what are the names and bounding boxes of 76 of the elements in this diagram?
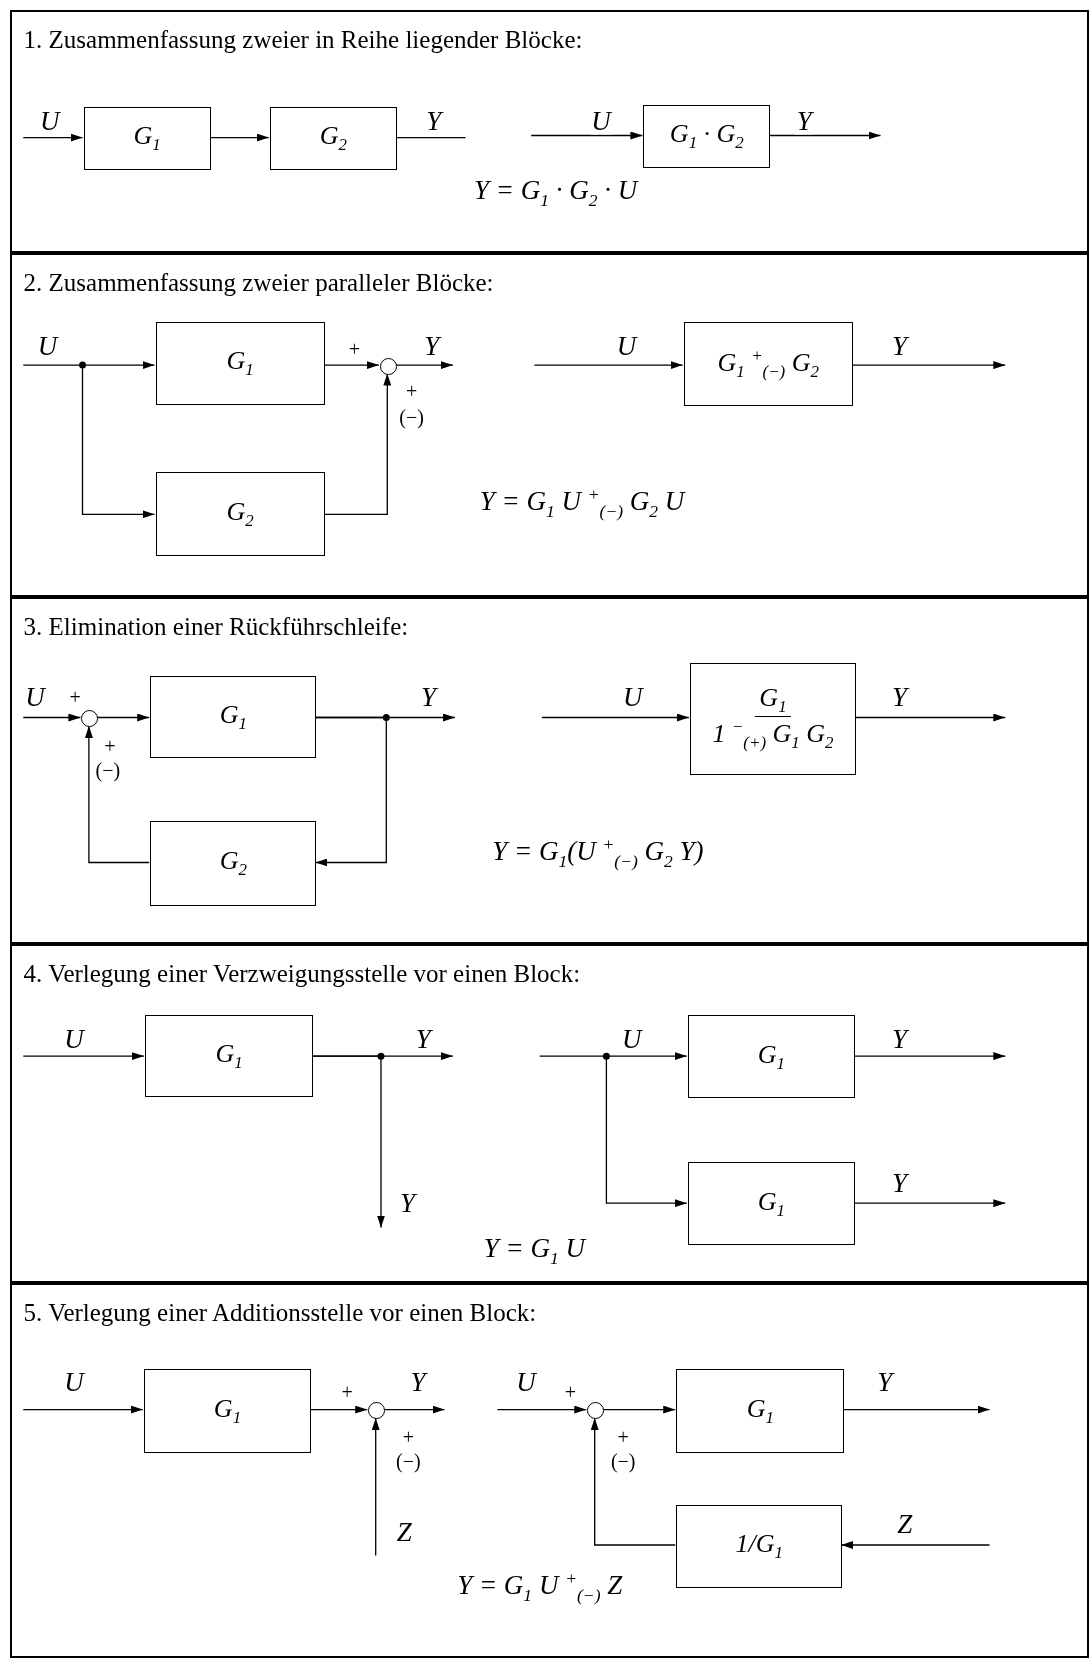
arrow [96, 713, 150, 722]
section-panel [9, 9, 1089, 253]
arrow [539, 1052, 688, 1061]
transfer-block: G$_{1}$ [687, 1161, 855, 1246]
section-panel [9, 252, 1089, 597]
arrow [530, 131, 644, 140]
equation: Y = G$_{1}$ · G$_{2}$ · U [473, 174, 638, 211]
transfer-block: G$_{1}$ [83, 106, 211, 171]
transfer-block: G$_{2}$ [150, 821, 317, 906]
arrow [22, 133, 84, 142]
transfer-block: G$_{1}$ [150, 676, 317, 758]
arrow [323, 361, 380, 370]
sign-label: + [402, 1427, 415, 1448]
transfer-block: G$_{2}$ [155, 471, 325, 556]
sign-label: + [617, 1427, 629, 1448]
transfer-block: G$_{1}$ [144, 1014, 314, 1098]
sign-label: + [405, 381, 418, 402]
summing-junction [587, 1402, 605, 1420]
arrow [602, 1405, 676, 1414]
section-heading: 2. Zusammenfassung zweier paralleler Blöcke: [23, 268, 494, 297]
equation: Y = G$_{1}$(U $^{+}$$_{(−)}$ G$_{2}$ Y) [492, 834, 704, 872]
arrow [854, 713, 1006, 722]
transfer-block: G$_{1}$ [143, 1369, 312, 1453]
fraction-denominator: 1 $^{−}$$_{(+)}$ G$_{1}$ G$_{2}$ [712, 717, 834, 754]
arrow [851, 361, 1006, 370]
transfer-block: G$_{1}$ [676, 1369, 845, 1453]
arrow [311, 1055, 385, 1229]
arrow [395, 361, 454, 370]
sign-label: + [341, 1381, 353, 1402]
summing-junction [368, 1402, 386, 1420]
arrow [840, 1541, 991, 1549]
section-heading: 3. Elimination einer Rückführschleife: [23, 612, 409, 641]
section-panel [9, 1282, 1089, 1659]
transfer-block: 1/G$_{1}$ [676, 1504, 843, 1589]
arrow [541, 713, 690, 722]
transfer-block: G$_{1}$ [155, 321, 325, 406]
arrow [768, 131, 882, 140]
arrow [22, 1405, 144, 1414]
arrow [323, 372, 392, 515]
sign-label: (−) [399, 406, 424, 427]
equation: Y = G$_{1}$ U $^{+}$$_{(−)}$ G$_{2}$ U [479, 483, 685, 522]
arrow [533, 361, 684, 370]
equation: Y = G$_{1}$ U [483, 1233, 586, 1269]
section-panel [9, 944, 1089, 1283]
arrow [309, 1405, 368, 1414]
sign-label: (−) [95, 760, 121, 781]
arrow [383, 1405, 446, 1414]
transfer-block [689, 663, 857, 775]
arrow [496, 1405, 587, 1414]
arrow [22, 361, 156, 370]
section-heading: 1. Zusammenfassung zweier in Reihe liegender Blöcke: [23, 25, 583, 54]
section-heading: 4. Verlegung einer Verzweigungsstelle vor einen Block: [23, 960, 581, 988]
arrow [84, 725, 150, 864]
transfer-block: G$_{1}$ · G$_{2}$ [643, 104, 771, 169]
sign-label: (−) [610, 1451, 636, 1472]
sign-label: + [104, 736, 116, 756]
sign-label: + [348, 339, 361, 360]
arrow [22, 713, 82, 722]
equation: Y = G$_{1}$ U $^{+}$$_{(−)}$ Z [457, 1568, 623, 1607]
arrow [22, 1052, 145, 1061]
fraction-numerator: G$_{1}$ [755, 684, 791, 718]
sign-label: + [564, 1381, 576, 1402]
arrow [371, 1417, 380, 1557]
arrow [314, 716, 387, 867]
arrow [853, 1052, 1006, 1061]
arrow [853, 1199, 1006, 1208]
summing-junction [81, 710, 99, 727]
section-heading: 5. Verlegung einer Additionsstelle vor einen Block: [23, 1298, 537, 1327]
transfer-block: G$_{2}$ [269, 106, 397, 171]
arrow [590, 1417, 676, 1546]
sign-label: + [69, 687, 81, 708]
section-panel [9, 596, 1089, 944]
transfer-block: G$_{1}$ [687, 1014, 855, 1099]
sign-label: (−) [396, 1451, 421, 1472]
arrow [842, 1405, 991, 1414]
summing-junction [379, 357, 397, 375]
